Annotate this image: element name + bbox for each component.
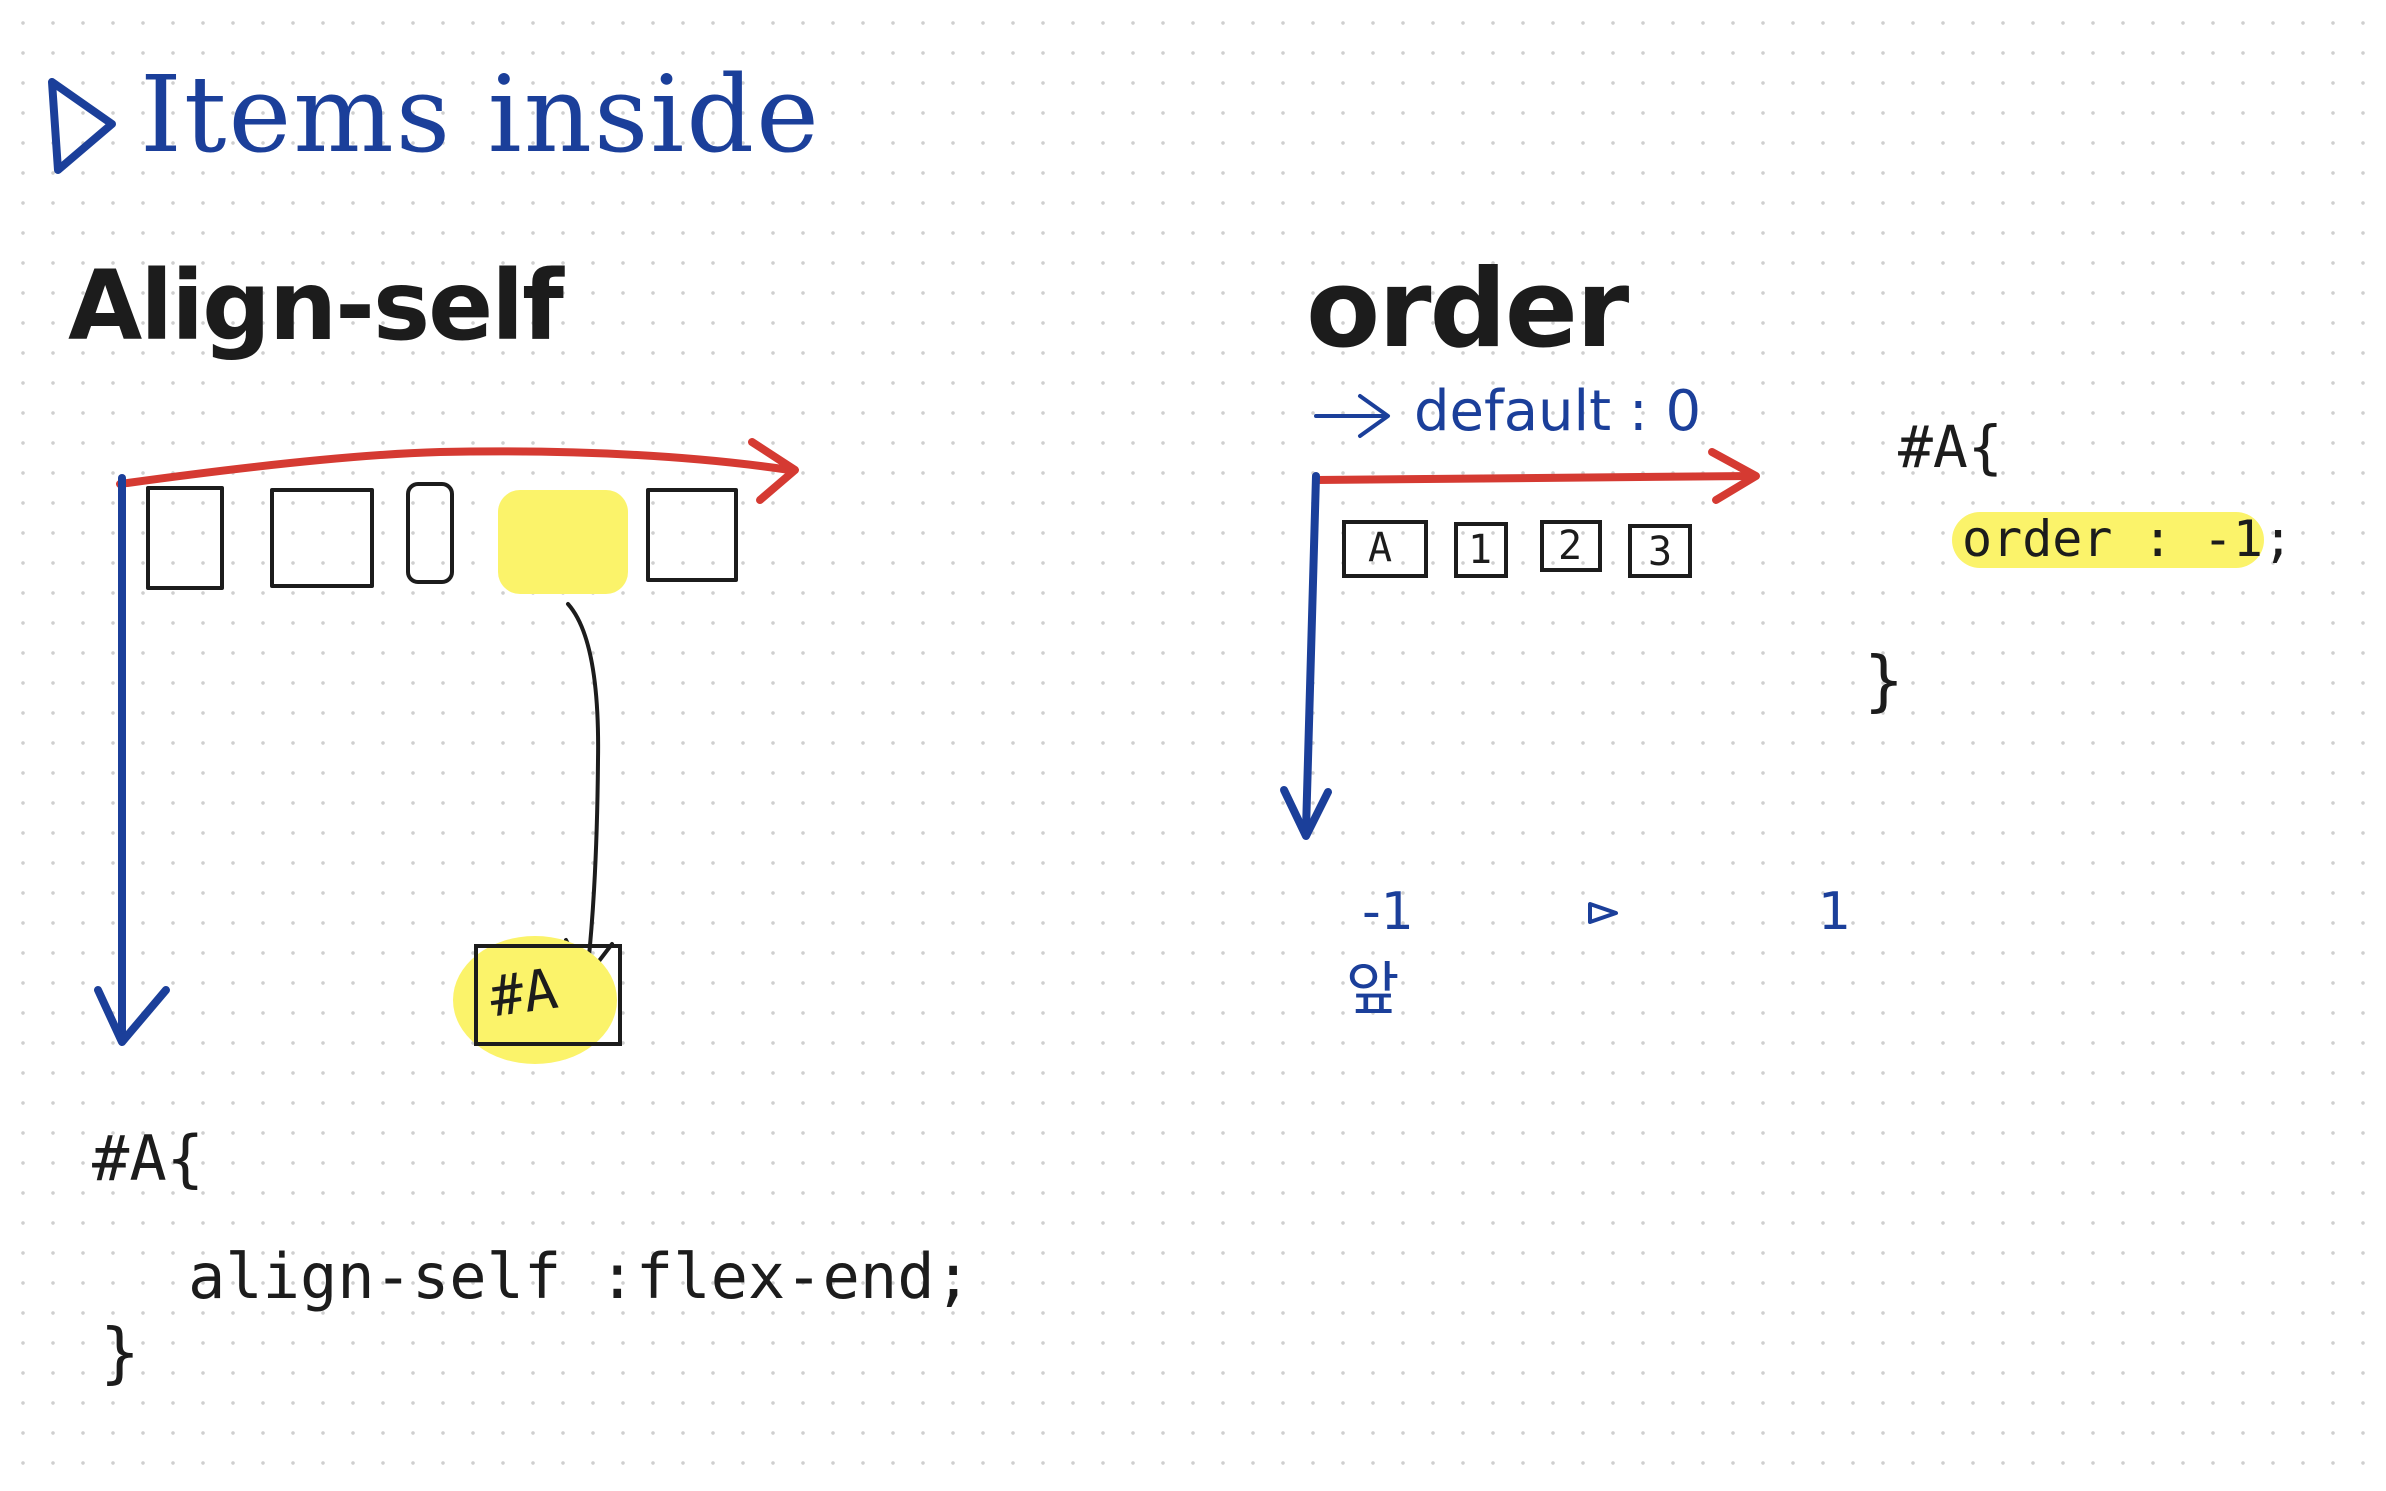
cross-axis-arrowhead: [94, 986, 170, 1046]
target-item-highlight: [453, 936, 617, 1064]
order-code-line: order : -1;: [1962, 510, 2294, 568]
play-triangle-icon: [48, 78, 116, 174]
main-axis-arrow: [116, 447, 794, 488]
flex-item-box-1: [146, 486, 224, 590]
order-main-axis-arrow: [1312, 472, 1756, 484]
order-heading: order: [1306, 247, 1629, 372]
order-code-open: #A{: [1898, 413, 2003, 481]
order-item-box-3: [1628, 524, 1692, 578]
order-default-note: default : 0: [1414, 379, 1702, 444]
align-self-code-open: #A{: [92, 1122, 204, 1195]
page-title: Items inside: [140, 53, 821, 176]
highlighted-slot: [498, 490, 628, 594]
flex-item-box-3: [406, 482, 454, 584]
order-scale-high: 1: [1818, 882, 1852, 942]
target-item-box: [474, 944, 622, 1046]
align-self-code-close: }: [100, 1314, 140, 1391]
order-scale-low: -1: [1362, 882, 1414, 942]
order-scale-low-note: 앞: [1346, 955, 1400, 1023]
target-item-label: #A: [485, 956, 562, 1031]
order-item-3-label: 3: [1648, 529, 1673, 575]
order-item-2-label: 2: [1558, 523, 1583, 569]
align-self-heading: Align-self: [68, 250, 564, 362]
align-self-code-line: align-self :flex-end;: [188, 1240, 972, 1313]
scale-marker-icon: [1588, 902, 1618, 924]
order-main-axis-arrowhead: [1708, 448, 1760, 504]
flex-item-box-5: [646, 488, 738, 582]
order-cross-axis-arrow: [1302, 472, 1320, 834]
order-item-box-a: [1342, 520, 1428, 578]
order-default-arrow: [1314, 394, 1390, 438]
order-code-close: }: [1864, 642, 1904, 719]
order-item-box-2: [1540, 520, 1602, 572]
order-code-highlight: [1952, 512, 2264, 568]
flex-item-box-2: [270, 488, 374, 588]
order-item-a-label: A: [1368, 525, 1393, 571]
order-item-box-1: [1454, 522, 1508, 578]
order-cross-axis-arrowhead: [1280, 786, 1332, 840]
move-down-arrow: [566, 602, 601, 968]
main-axis-arrowhead: [748, 438, 799, 504]
order-item-1-label: 1: [1468, 527, 1493, 573]
